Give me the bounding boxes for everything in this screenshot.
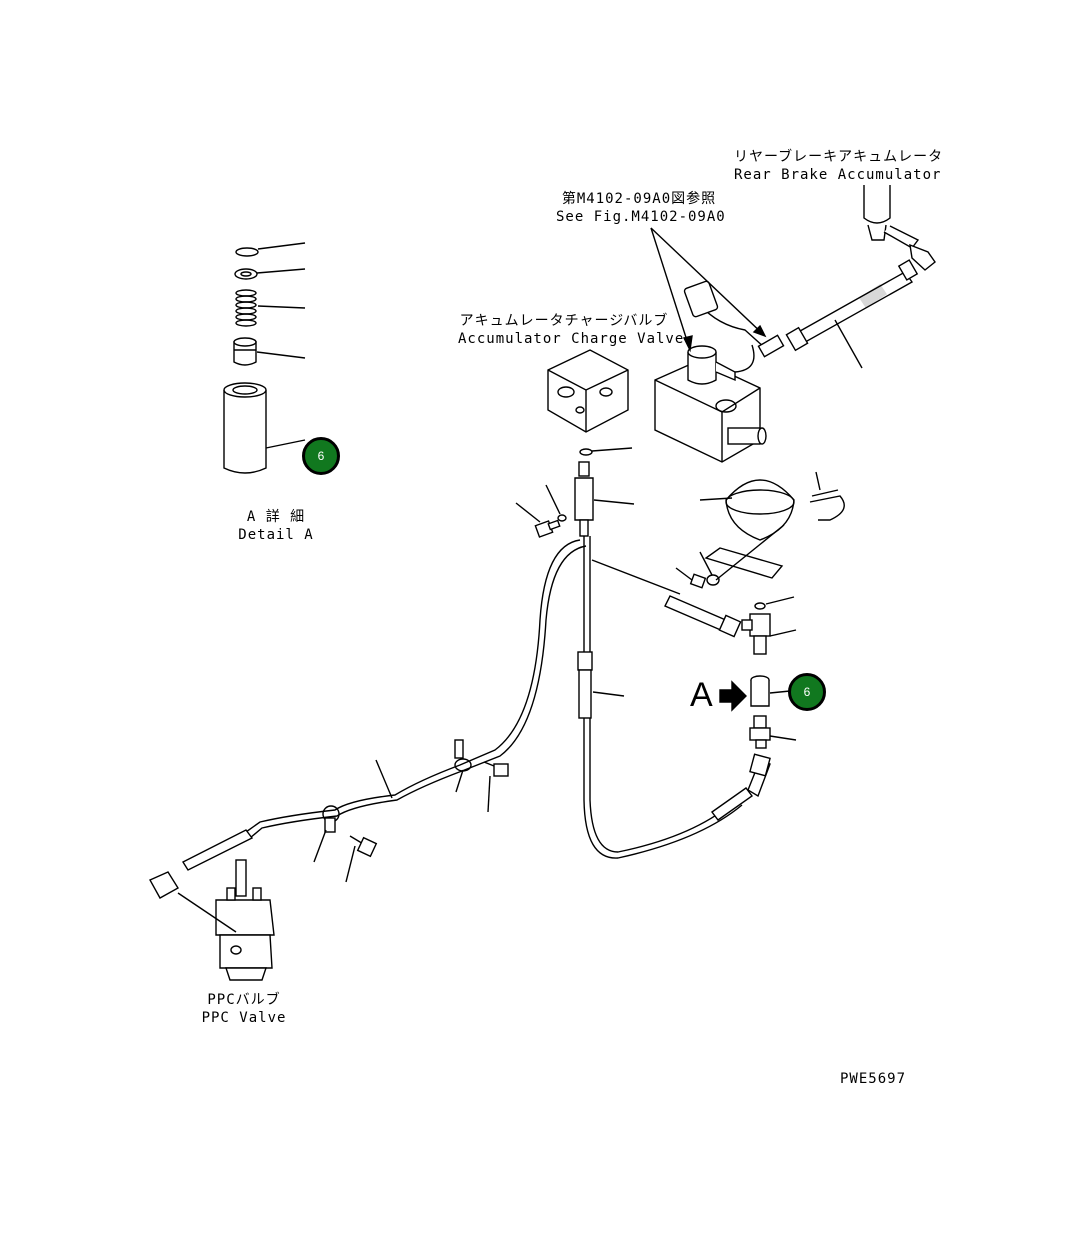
charge-valve-block: [654, 280, 785, 463]
ppc-valve: [149, 859, 275, 981]
rear-brake-accumulator: [863, 185, 936, 271]
snap-ring: [235, 247, 259, 257]
detail-a-label-en: Detail A: [238, 527, 314, 543]
clamp-upper: [454, 739, 509, 813]
see-fig-label-jp: 第M4102-09A0図参照: [561, 191, 717, 207]
small-hose: [809, 471, 845, 521]
view-arrow: [719, 680, 747, 712]
rear-brake-accumulator-label-jp: リヤーブレーキアキュムレータ: [734, 149, 944, 165]
callout-detail-part-6[interactable]: 6: [302, 437, 340, 475]
nuts: [675, 551, 720, 589]
rear-brake-accumulator-label-en: Rear Brake Accumulator: [734, 167, 942, 183]
accumulator-sphere: [699, 479, 795, 581]
ppc-valve-label-jp: PPCバルブ: [207, 992, 281, 1008]
detail-a-label-jp: A 詳 細: [246, 509, 306, 525]
rear-hose: [785, 259, 919, 369]
spring: [235, 289, 257, 327]
plug: [750, 675, 791, 707]
ppc-hose: [182, 539, 587, 871]
clamp-lower: [313, 805, 378, 883]
vertical-fitting: [574, 461, 635, 537]
side-bolt: [515, 484, 567, 538]
ppc-valve-label-en: PPC Valve: [201, 1010, 287, 1026]
washer: [234, 268, 258, 280]
diag-hose: [664, 595, 742, 638]
cylinder-body: [223, 382, 267, 474]
drawing-code: PWE5697: [840, 1071, 907, 1087]
charge-valve-cube: [547, 349, 629, 433]
poppet: [233, 337, 257, 366]
detail-a-parts: [223, 242, 306, 474]
main-hose: [577, 536, 771, 859]
callout-main-part-6[interactable]: 6: [788, 673, 826, 711]
view-a-marker: A: [690, 676, 713, 714]
see-fig-label-en: See Fig.M4102-09A0: [556, 209, 726, 225]
tee-fitting: [741, 613, 797, 655]
charge-valve-label-jp: アキュムレータチャージバルブ: [459, 313, 669, 329]
charge-valve-label-en: Accumulator Charge Valve: [458, 331, 685, 347]
nipple: [749, 715, 797, 749]
